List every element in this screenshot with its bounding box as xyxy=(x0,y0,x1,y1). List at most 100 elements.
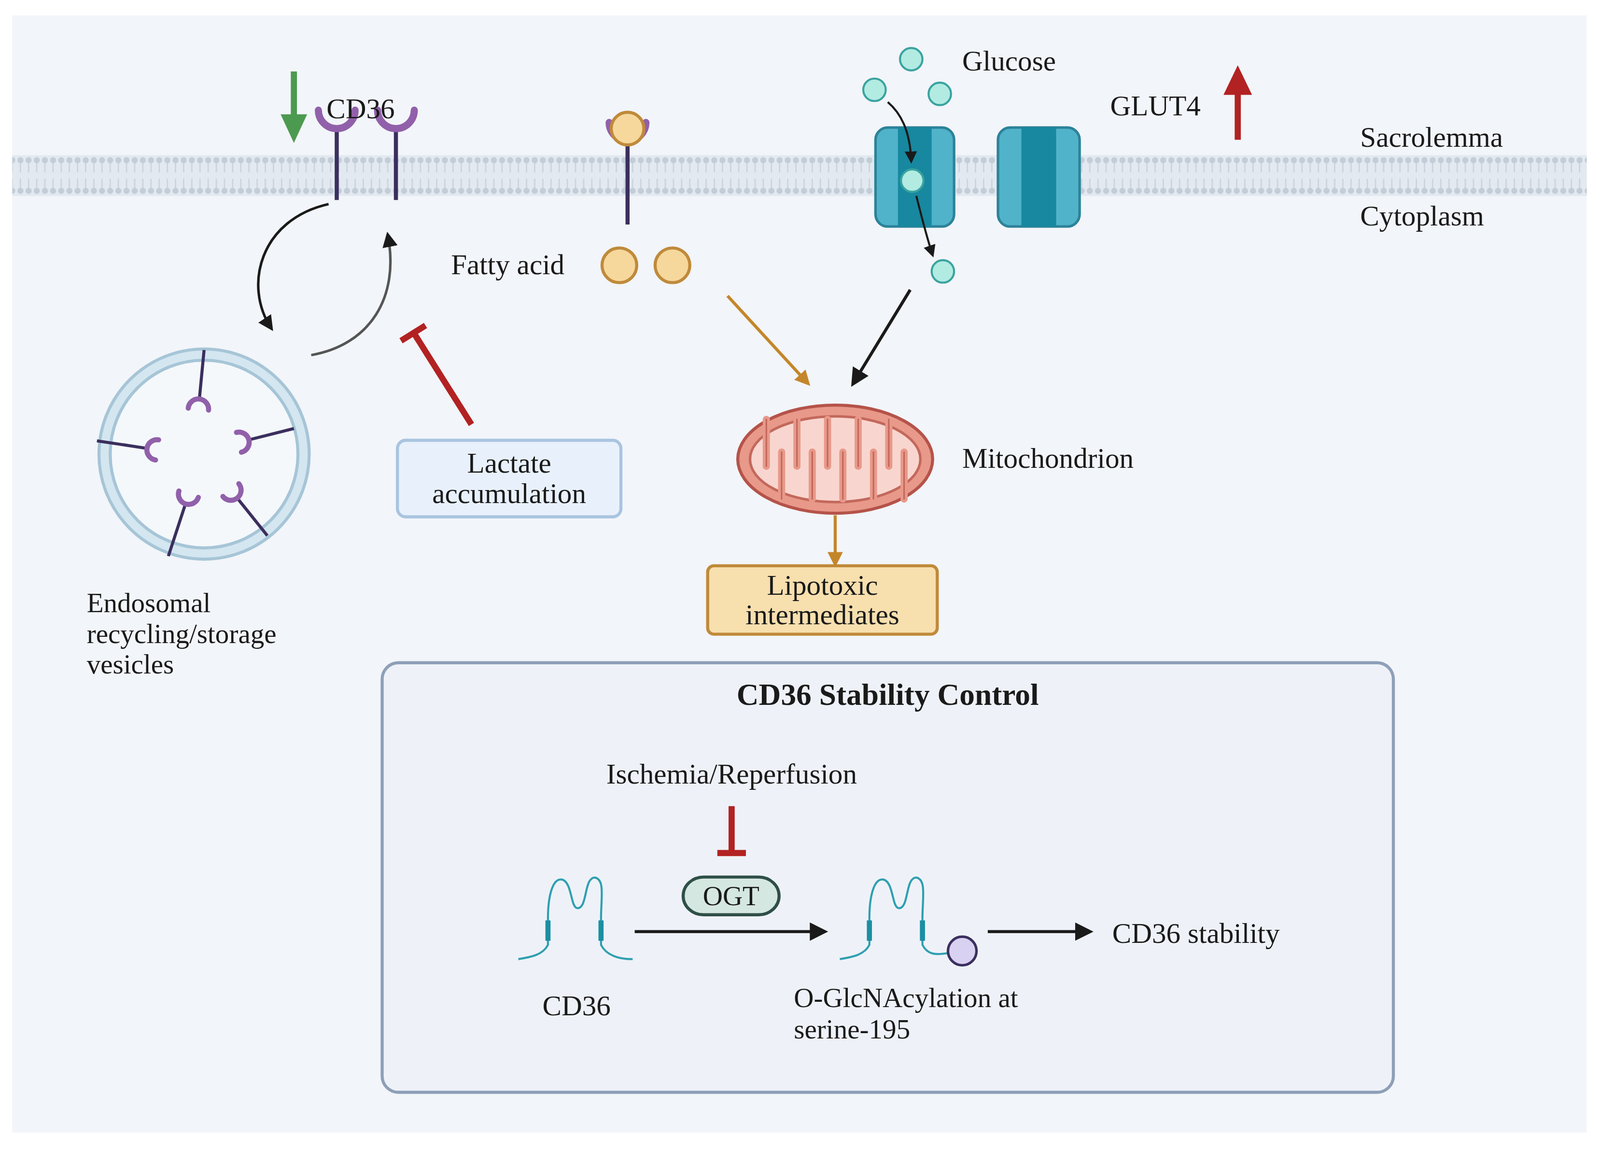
ischemia-inhibition xyxy=(717,806,746,854)
vesicle-lumen xyxy=(110,360,298,548)
receptor-cup xyxy=(145,438,159,461)
label-text: CD36 stability xyxy=(1112,917,1280,951)
decor-circle xyxy=(863,78,886,101)
glucose-molecules xyxy=(863,47,955,283)
decor-line xyxy=(334,130,339,201)
decor-path xyxy=(839,877,948,960)
crista-line xyxy=(811,451,814,499)
glut4-transporter xyxy=(997,127,1080,227)
decor-circle xyxy=(602,248,637,283)
receptor-cup xyxy=(223,483,246,505)
vesicle-node: Endosomal recycling/storage vesicles xyxy=(97,347,312,562)
decor-circle xyxy=(611,112,645,145)
decor-line xyxy=(401,325,426,341)
fatty-acid-molecules xyxy=(602,248,690,283)
label-text: Ischemia/Reperfusion xyxy=(606,757,857,791)
decor-line xyxy=(598,920,604,941)
decor-circle xyxy=(900,169,924,192)
decor-line xyxy=(393,130,398,201)
crista-line xyxy=(796,419,798,467)
vesicle-membrane xyxy=(98,349,309,560)
label-text: Fatty acid xyxy=(450,249,565,282)
box-outline xyxy=(382,662,1394,1093)
decor-rect xyxy=(898,127,932,227)
decor-rect xyxy=(875,127,955,227)
node-text: Lipotoxic intermediates xyxy=(706,564,940,636)
decor-rect xyxy=(1021,127,1057,227)
glucose-entry-arrow xyxy=(887,101,912,162)
flow-arrow xyxy=(833,515,837,564)
background-panel xyxy=(12,15,1587,1133)
reaction-arrow xyxy=(634,929,825,933)
glucose-flow-arrow xyxy=(853,289,911,384)
crista xyxy=(900,451,908,499)
glycosylated-cd36-squiggle xyxy=(839,877,977,966)
mitochondrion-node-outline xyxy=(735,403,935,516)
internal-cd36 xyxy=(188,349,215,411)
crista xyxy=(778,451,786,499)
inner-membrane xyxy=(749,416,921,503)
internal-cd36 xyxy=(223,483,276,543)
receptor-stem xyxy=(199,350,204,397)
crista-line xyxy=(903,451,905,499)
decor-polygon xyxy=(280,114,308,143)
crista xyxy=(793,419,801,467)
label-text: Sacrolemma xyxy=(1360,121,1503,155)
label-text: GLUT4 xyxy=(1110,89,1201,123)
crista xyxy=(762,419,771,467)
fatty-acid-flow-arrow xyxy=(727,295,809,384)
decor-polygon xyxy=(1223,65,1252,95)
internal-cd36 xyxy=(236,418,297,452)
decor-line xyxy=(717,850,746,857)
outer-membrane xyxy=(737,405,933,514)
node-text: OGT xyxy=(681,875,781,917)
crista xyxy=(808,451,816,499)
enzyme-pill: OGT xyxy=(681,875,781,917)
node-text: CD36 Stability Control xyxy=(380,677,1395,712)
glucose-exit-arrow xyxy=(916,196,933,256)
label-text: Glucose xyxy=(962,44,1056,78)
label-text: CD36 xyxy=(542,989,611,1023)
red-up-arrow xyxy=(1223,65,1252,140)
process-box: Lipotoxic intermediates xyxy=(706,564,940,636)
receptor-cup xyxy=(175,491,199,507)
decor-line xyxy=(919,920,926,941)
crista-line xyxy=(842,451,844,499)
receptor-stem xyxy=(97,440,145,449)
cd36-protein-squiggle xyxy=(518,877,633,960)
crista-line xyxy=(872,451,875,499)
crista-line xyxy=(826,419,829,467)
receptor-stem xyxy=(251,428,295,440)
decor-circle xyxy=(947,936,977,966)
label-text: CD36 xyxy=(326,92,395,126)
decor-path xyxy=(609,122,646,141)
decor-line xyxy=(1234,89,1241,141)
outcome-arrow xyxy=(987,929,1090,933)
node-text: Endosomal recycling/storage vesicles xyxy=(86,587,337,681)
decor-circle xyxy=(899,47,923,71)
decor-circle xyxy=(655,248,690,283)
endocytosis-arrow xyxy=(258,204,329,329)
internal-cd36 xyxy=(158,491,199,560)
glut4-transporter xyxy=(875,127,955,227)
crista-line xyxy=(765,419,768,467)
decor-line xyxy=(290,71,297,121)
receptor-cup xyxy=(188,397,210,410)
receptor-cup xyxy=(236,429,252,452)
membrane-band xyxy=(12,154,1587,197)
receptor-stem xyxy=(168,505,185,557)
lipid-bilayer xyxy=(12,154,1587,197)
green-down-arrow xyxy=(280,71,308,143)
decor-line xyxy=(625,142,630,225)
decor-line xyxy=(866,920,872,941)
recycling-arrow xyxy=(311,234,391,355)
decor-path xyxy=(518,877,633,960)
decor-line xyxy=(545,920,551,941)
crista xyxy=(824,419,832,467)
crista-line xyxy=(780,451,783,499)
crista xyxy=(884,419,893,467)
crista xyxy=(854,419,862,467)
decor-line xyxy=(414,333,472,425)
